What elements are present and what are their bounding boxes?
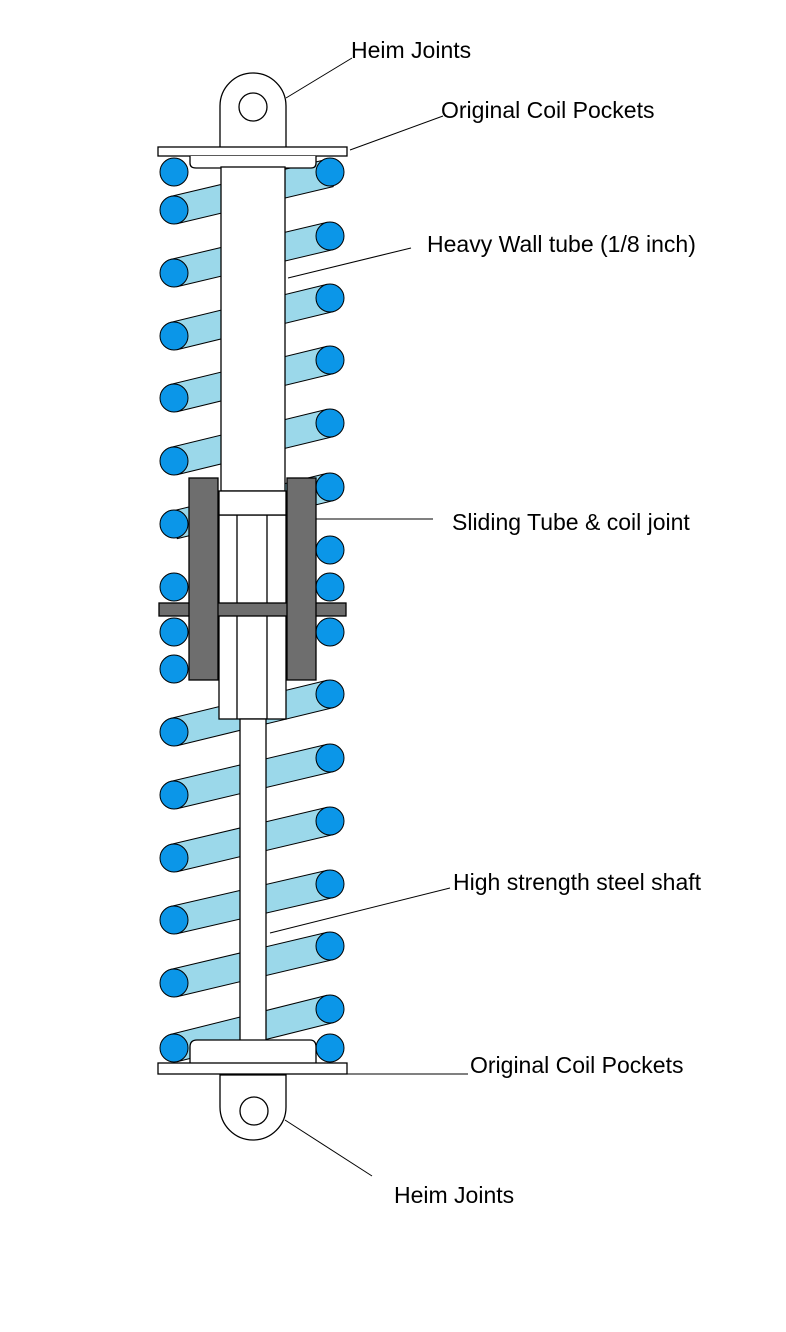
- coil-end: [315, 345, 345, 375]
- coil-end: [159, 905, 189, 935]
- coil-end: [159, 843, 189, 873]
- coil-end: [315, 535, 345, 565]
- sliding-collar: [218, 490, 287, 516]
- coil-end: [159, 717, 189, 747]
- coil-end: [159, 321, 189, 351]
- label-steel-shaft: High strength steel shaft: [453, 869, 702, 895]
- coil-end: [159, 195, 189, 225]
- coil-end: [315, 408, 345, 438]
- coil-end: [159, 968, 189, 998]
- coil-end: [315, 617, 345, 647]
- coil-end: [315, 743, 345, 773]
- sleeve-right: [286, 477, 317, 681]
- coil-end: [159, 1033, 189, 1063]
- coil-end: [159, 157, 189, 187]
- coil-end: [315, 572, 345, 602]
- coil-end: [315, 157, 345, 187]
- top-heim-hole: [238, 92, 268, 122]
- coil-end: [159, 654, 189, 684]
- heavy-wall-tube: [220, 166, 286, 492]
- coil-end: [315, 221, 345, 251]
- top-coil-pocket: [157, 146, 348, 169]
- leader-lines: [269, 57, 468, 1177]
- inner-sliding-tube: [218, 514, 287, 720]
- coil-end: [315, 283, 345, 313]
- coil-end: [159, 446, 189, 476]
- bottom-heim-joint: [219, 1074, 287, 1141]
- coil-end: [315, 931, 345, 961]
- coil-end: [315, 679, 345, 709]
- coil-end: [159, 572, 189, 602]
- coil-end: [315, 994, 345, 1024]
- coil-end: [315, 869, 345, 899]
- top-heim-joint: [219, 72, 287, 149]
- bottom-coil-pocket: [157, 1039, 348, 1075]
- label-heim-joints-top: Heim Joints: [351, 37, 471, 63]
- coil-joint-flange: [158, 602, 347, 617]
- coil-end: [159, 258, 189, 288]
- label-heim-joints-bottom: Heim Joints: [394, 1182, 514, 1208]
- coil-end: [159, 617, 189, 647]
- coil-end: [159, 509, 189, 539]
- label-sliding-tube: Sliding Tube & coil joint: [452, 509, 690, 535]
- coil-end: [315, 1033, 345, 1063]
- label-heavy-wall-tube: Heavy Wall tube (1/8 inch): [427, 231, 696, 257]
- coil-end: [315, 472, 345, 502]
- coil-end: [159, 780, 189, 810]
- label-coil-pockets-bottom: Original Coil Pockets: [470, 1052, 683, 1078]
- coil-end: [315, 806, 345, 836]
- steel-shaft: [239, 718, 267, 1042]
- sleeve-left: [188, 477, 219, 681]
- coil-end: [159, 383, 189, 413]
- label-coil-pockets-top: Original Coil Pockets: [441, 97, 654, 123]
- bottom-heim-hole: [239, 1096, 269, 1126]
